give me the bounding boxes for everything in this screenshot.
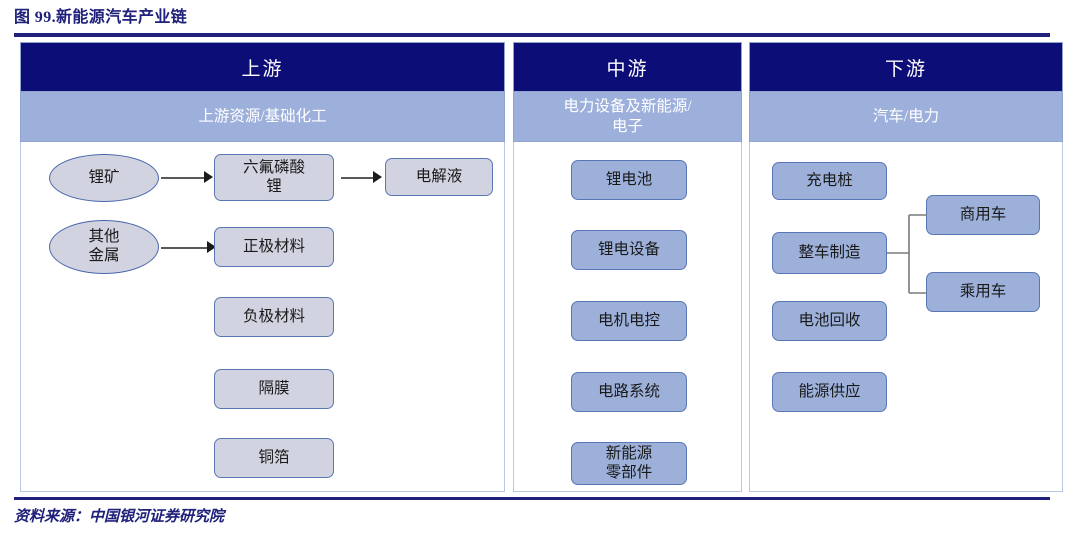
top-rule: [14, 33, 1050, 37]
column-upstream-header: 上游: [20, 42, 505, 92]
node-lithium-mine[interactable]: 锂矿: [49, 154, 159, 202]
node-circuit-system[interactable]: 电路系统: [571, 372, 687, 412]
node-cathode-material[interactable]: 正极材料: [214, 227, 334, 267]
node-motor-controller[interactable]: 电机电控: [571, 301, 687, 341]
node-passenger-vehicle[interactable]: 乘用车: [926, 272, 1040, 312]
column-midstream-body: 锂电池 锂电设备 电机电控 电路系统 新能源 零部件: [513, 142, 742, 492]
arrow-line-metals-to-cathode: [161, 247, 209, 249]
node-lithium-hexafluorophosphate[interactable]: 六氟磷酸 锂: [214, 154, 334, 201]
node-commercial-vehicle[interactable]: 商用车: [926, 195, 1040, 235]
bottom-rule: [14, 497, 1050, 500]
node-lithium-battery-equipment[interactable]: 锂电设备: [571, 230, 687, 270]
node-copper-foil[interactable]: 铜箔: [214, 438, 334, 478]
node-electrolyte[interactable]: 电解液: [385, 158, 493, 196]
arrow-line-lithium-to-lipf6: [161, 177, 205, 179]
figure-title: 图 99.新能源汽车产业链: [14, 9, 188, 26]
column-upstream-subheader: 上游资源/基础化工: [20, 92, 505, 142]
node-charging-pile[interactable]: 充电桩: [772, 162, 887, 200]
node-energy-supply[interactable]: 能源供应: [772, 372, 887, 412]
branch-connector: [887, 214, 927, 294]
arrow-head-lipf6-to-electrolyte: [373, 171, 382, 183]
column-upstream-body: 锂矿 其他 金属 六氟磷酸 锂 电解液 正极材料 负极材料 隔膜 铜箔: [20, 142, 505, 492]
column-downstream-header: 下游: [749, 42, 1063, 92]
node-vehicle-manufacturing[interactable]: 整车制造: [772, 232, 887, 274]
source-note: 资料来源：中国银河证券研究院: [14, 509, 225, 525]
column-midstream-subheader: 电力设备及新能源/ 电子: [513, 92, 742, 142]
node-anode-material[interactable]: 负极材料: [214, 297, 334, 337]
column-downstream: 下游 汽车/电力 充电桩 整车制造 电池回收 能源供应 商用车 乘用车: [749, 42, 1063, 492]
node-new-energy-components[interactable]: 新能源 零部件: [571, 442, 687, 485]
arrow-line-lipf6-to-electrolyte: [341, 177, 377, 179]
column-downstream-body: 充电桩 整车制造 电池回收 能源供应 商用车 乘用车: [749, 142, 1063, 492]
column-downstream-subheader: 汽车/电力: [749, 92, 1063, 142]
node-battery-recycling[interactable]: 电池回收: [772, 301, 887, 341]
column-midstream: 中游 电力设备及新能源/ 电子 锂电池 锂电设备 电机电控 电路系统 新能源 零…: [513, 42, 742, 492]
column-upstream: 上游 上游资源/基础化工 锂矿 其他 金属 六氟磷酸 锂 电解液 正极材料 负极…: [20, 42, 505, 492]
arrow-head-lithium-to-lipf6: [204, 171, 213, 183]
arrow-head-metals-to-cathode: [207, 241, 216, 253]
node-other-metals[interactable]: 其他 金属: [49, 220, 159, 274]
column-midstream-header: 中游: [513, 42, 742, 92]
node-lithium-battery[interactable]: 锂电池: [571, 160, 687, 200]
node-separator[interactable]: 隔膜: [214, 369, 334, 409]
